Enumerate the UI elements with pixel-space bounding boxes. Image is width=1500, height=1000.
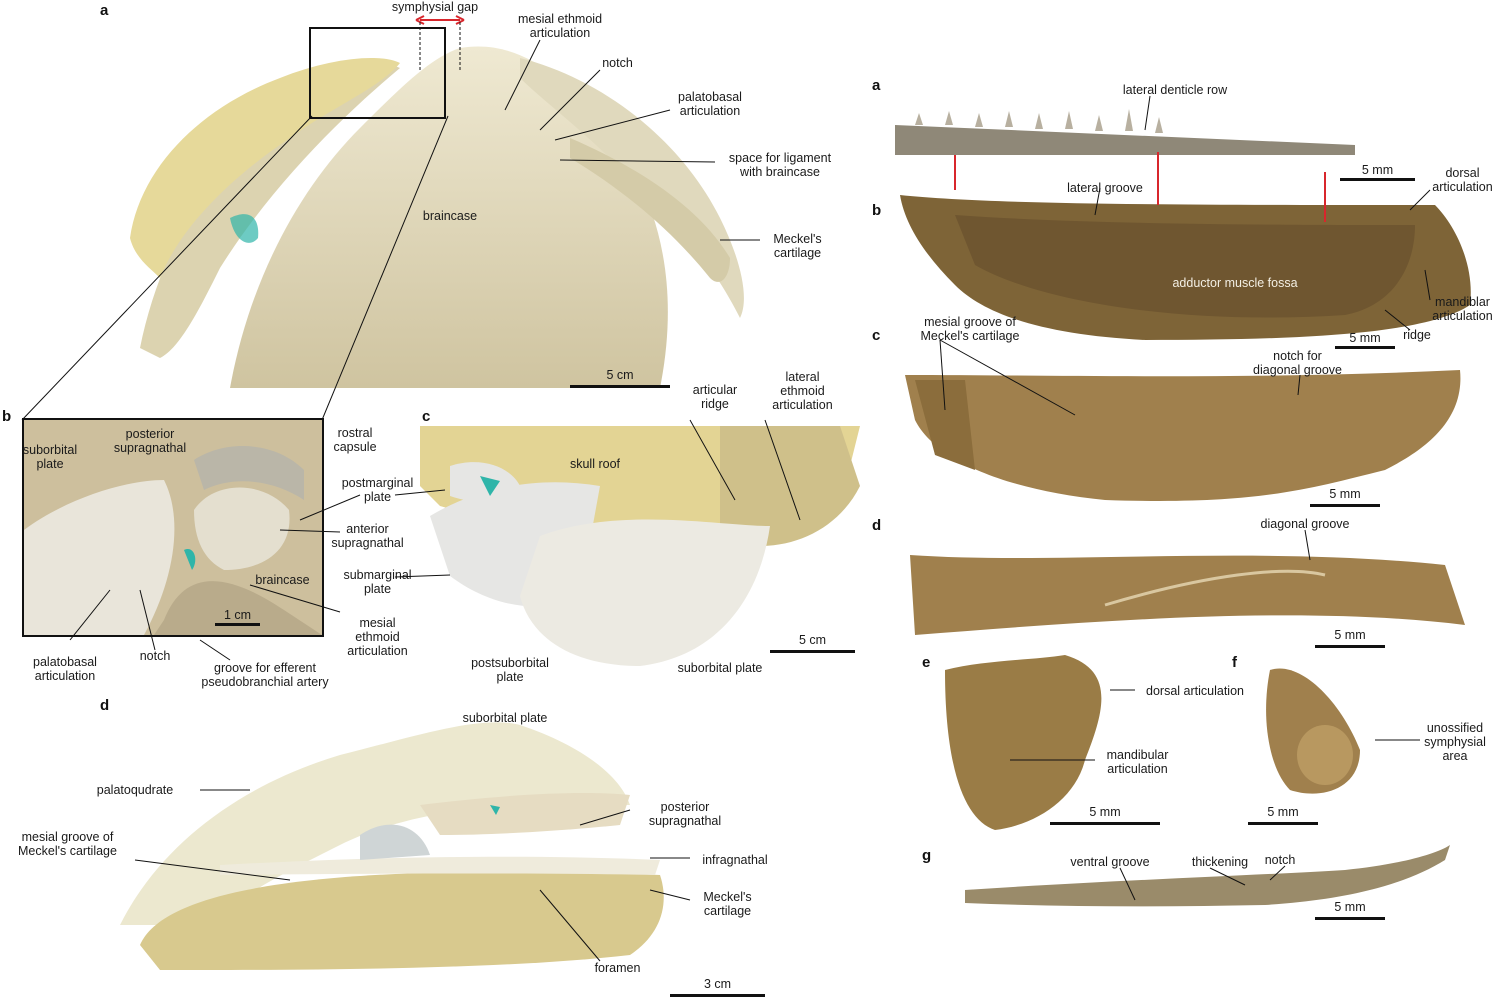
- scale-label: 5 mm: [1361, 163, 1394, 177]
- panel-label-b: b: [2, 408, 12, 425]
- panel-label-b-right: b: [872, 202, 882, 219]
- label-posterior-supragnathal: posterior supragnathal: [113, 427, 187, 455]
- right-panel-c: c mesial groove of Meckel's cartilage no…: [870, 315, 1500, 510]
- label-groove-efferent: groove for efferent pseudobranchial arte…: [201, 661, 329, 689]
- scale-bar-f: 5 mm: [1248, 805, 1318, 825]
- label-submarginal-plate: submarginal plate: [343, 568, 412, 596]
- left-panel-a: a symphysial gap mesial ethmoid articula…: [0, 0, 870, 392]
- right-panel-e: e dorsal articulation mandibular articul…: [870, 650, 1244, 830]
- label-notch-b: notch: [139, 649, 171, 663]
- skull-lateral-photo: [420, 426, 860, 676]
- label-meckels-cartilage-d: Meckel's cartilage: [703, 890, 752, 918]
- label-rostral-capsule: rostral capsule: [333, 426, 377, 454]
- label-dorsal-articulation-b: dorsal articulation: [1432, 166, 1493, 194]
- panel-label-f: f: [1232, 654, 1237, 671]
- denticle-row-photo: [895, 105, 1355, 165]
- label-suborbital-plate-d: suborbital plate: [462, 711, 548, 725]
- meckels-lateral-photo: [895, 185, 1475, 345]
- scale-label: 5 mm: [1334, 900, 1366, 914]
- scale-bar-e: 5 mm: [1050, 805, 1160, 825]
- right-panel-d: d diagonal groove 5 mm: [870, 515, 1500, 650]
- label-articular-ridge: articular ridge: [692, 383, 738, 411]
- label-postsuborbital-plate: postsuborbital plate: [471, 656, 549, 684]
- label-thickening: thickening: [1191, 855, 1249, 869]
- label-dorsal-articulation-e: dorsal articulation: [1146, 684, 1244, 698]
- panel-label-c: c: [422, 408, 431, 425]
- skull-dorsal-photo: [100, 18, 775, 388]
- label-ridge: ridge: [1403, 328, 1431, 342]
- label-notch-g: notch: [1264, 853, 1296, 867]
- label-space-for-ligament: space for ligament with braincase: [728, 151, 832, 179]
- left-panel-c: c articular ridge lateral ethmoid articu…: [330, 368, 870, 698]
- label-diagonal-groove: diagonal groove: [1260, 517, 1350, 531]
- label-skull-roof: skull roof: [569, 457, 621, 471]
- label-palatobasal-articulation: palatobasal articulation: [678, 90, 742, 118]
- scale-bar-c-right: 5 mm: [1310, 487, 1380, 507]
- meckels-posterior-photo: [935, 650, 1115, 830]
- label-mesial-groove-d: mesial groove of Meckel's cartilage: [18, 830, 117, 858]
- label-mandiblar-articulation: mandiblar articulation: [1432, 295, 1493, 323]
- scale-bar-b: 1 cm: [215, 608, 260, 626]
- panel-label-e: e: [922, 654, 931, 671]
- label-foramen: foramen: [594, 961, 641, 975]
- label-mesial-ethmoid-articulation: mesial ethmoid articulation: [517, 12, 603, 40]
- label-braincase: braincase: [422, 209, 478, 223]
- jaw-lateral-photo: [100, 695, 700, 970]
- label-lateral-ethmoid-articulation: lateral ethmoid articulation: [772, 370, 833, 412]
- label-mandibular-articulation-e: mandibular articulation: [1106, 748, 1169, 776]
- scale-label: 3 cm: [703, 977, 732, 991]
- label-infragnathal: infragnathal: [702, 853, 768, 867]
- panel-label-g: g: [922, 847, 932, 864]
- panel-label-d-right: d: [872, 517, 882, 534]
- meckels-mesial-photo: [905, 360, 1470, 505]
- scale-label: 5 cm: [798, 633, 827, 647]
- scale-bar-d: 3 cm: [670, 977, 765, 997]
- right-panel-b: b lateral groove dorsal articulation add…: [870, 166, 1500, 345]
- meckels-ventral-photo: [965, 845, 1450, 910]
- label-mesial-ethmoid-articulation-b: mesial ethmoid articulation: [347, 616, 408, 658]
- scale-label: 5 mm: [1349, 331, 1381, 345]
- scale-bar-b-right: 5 mm: [1335, 331, 1395, 349]
- label-suborbital-plate: suborbital plate: [22, 443, 78, 471]
- left-panel-d: d suborbital plate palatoqudrate posteri…: [0, 695, 870, 1000]
- scale-bar-c: 5 cm: [770, 633, 855, 653]
- panel-label-a: a: [100, 2, 109, 19]
- label-symphysial-gap: symphysial gap: [391, 0, 479, 14]
- label-mesial-groove-right: mesial groove of Meckel's cartilage: [920, 315, 1020, 343]
- label-ventral-groove: ventral groove: [1070, 855, 1150, 869]
- scale-bar-d-right: 5 mm: [1315, 628, 1385, 648]
- label-lateral-denticle-row: lateral denticle row: [1122, 83, 1228, 97]
- right-panel-a: a lateral denticle row 5 mm: [870, 75, 1500, 185]
- label-palatobasal-articulation-b: palatobasal articulation: [33, 655, 97, 683]
- label-suborbital-plate-c: suborbital plate: [677, 661, 763, 675]
- label-braincase-b: braincase: [255, 573, 310, 587]
- label-lateral-groove: lateral groove: [1067, 181, 1143, 195]
- scale-label: 5 mm: [1089, 805, 1121, 819]
- label-unossified-symphysial-area: unossified symphysial area: [1424, 721, 1486, 763]
- label-postmarginal-plate: postmarginal plate: [341, 476, 414, 504]
- label-notch-for-diagonal-groove: notch for diagonal groove: [1253, 349, 1342, 377]
- label-meckels-cartilage: Meckel's cartilage: [773, 232, 822, 260]
- scale-label: 1 cm: [223, 608, 252, 622]
- label-anterior-supragnathal: anterior supragnathal: [331, 522, 404, 550]
- scale-bar-a-right: 5 mm: [1340, 163, 1415, 181]
- scale-label: 5 mm: [1329, 487, 1361, 501]
- scale-bar-a: 5 cm: [570, 368, 670, 388]
- meckels-dorsal-photo: [905, 535, 1470, 640]
- scale-label: 5 mm: [1267, 805, 1299, 819]
- right-panel-f: f unossified symphysial area 5 mm: [1200, 650, 1500, 830]
- panel-label-a-right: a: [872, 77, 881, 94]
- right-panel-g: g ventral groove thickening notch 5 mm: [870, 845, 1500, 925]
- label-notch: notch: [602, 56, 633, 70]
- meckels-anterior-photo: [1250, 660, 1370, 800]
- scale-label: 5 cm: [606, 368, 634, 382]
- label-adductor-muscle-fossa: adductor muscle fossa: [1172, 276, 1298, 290]
- scale-label: 5 mm: [1334, 628, 1366, 642]
- panel-label-d: d: [100, 697, 110, 714]
- scale-bar-g: 5 mm: [1315, 900, 1385, 920]
- label-posterior-supragnathal-d: posterior supragnathal: [648, 800, 722, 828]
- label-palatoqudrate: palatoqudrate: [96, 783, 174, 797]
- panel-label-c-right: c: [872, 327, 881, 344]
